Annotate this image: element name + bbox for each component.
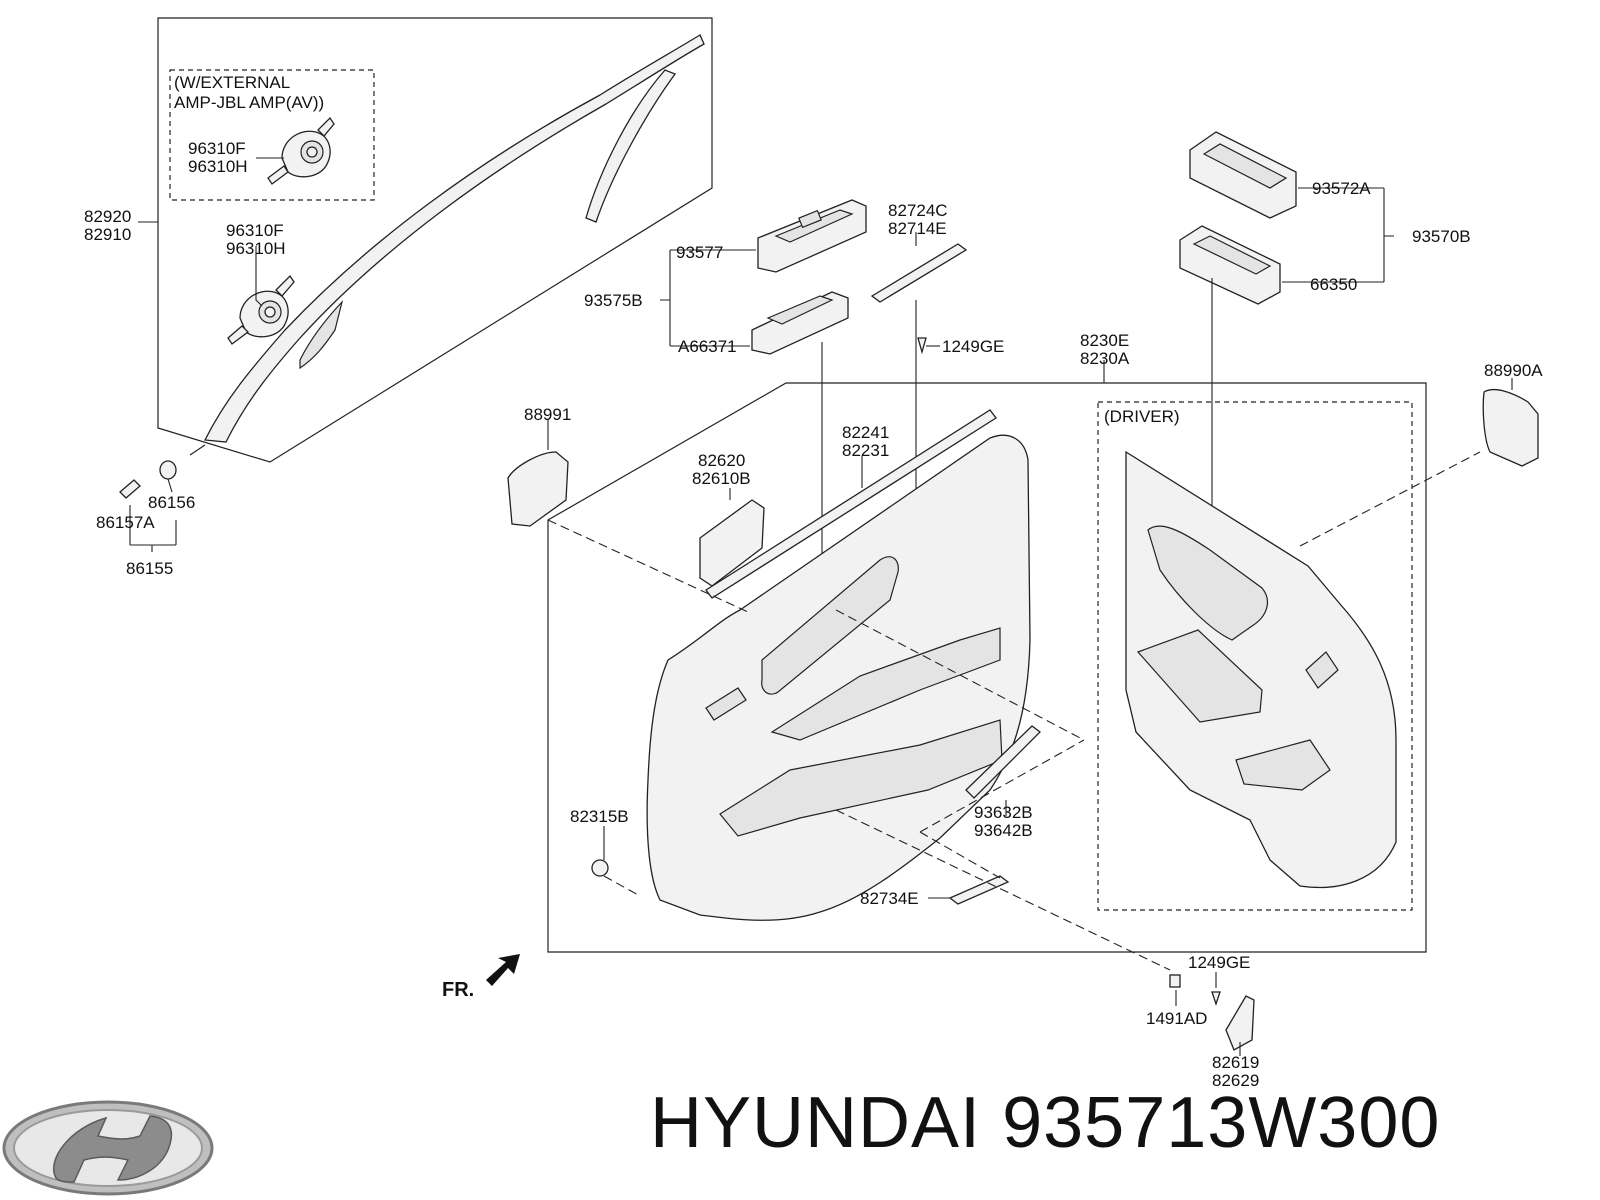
label-93570B: 93570B — [1412, 227, 1471, 246]
inner-handle — [507, 451, 569, 527]
label-82241: 82241 — [842, 423, 889, 442]
door-frame-outline — [157, 17, 713, 463]
label-82734E: 82734E — [860, 889, 919, 908]
label-93642B: 93642B — [974, 821, 1033, 840]
label-1491AD: 1491AD — [1146, 1009, 1207, 1028]
door-handle-pocket — [761, 556, 899, 695]
label-82619: 82619 — [1212, 1053, 1259, 1072]
label-86156: 86156 — [148, 493, 195, 512]
label-93632B: 93632B — [974, 803, 1033, 822]
label-96310F-b: 96310F — [226, 221, 284, 240]
front-direction-arrow — [486, 954, 520, 986]
window-sweep-strip — [705, 409, 997, 599]
label-82315B: 82315B — [570, 807, 629, 826]
label-96310H-a: 96310H — [188, 157, 248, 176]
clip-icon — [591, 826, 609, 877]
label-82231: 82231 — [842, 441, 889, 460]
part-labels: (W/EXTERNAL AMP-JBL AMP(AV)) 96310F 9631… — [84, 73, 1543, 1090]
label-93577: 93577 — [676, 243, 723, 262]
label-82714E: 82714E — [888, 219, 947, 238]
inset-text-external-amp-1: (W/EXTERNAL — [174, 73, 290, 92]
brand-part-number: HYUNDAI 935713W300 — [650, 1082, 1590, 1164]
label-86157A: 86157A — [96, 513, 155, 532]
driver-inset — [1097, 401, 1413, 911]
driver-switch-group — [1179, 131, 1394, 690]
label-82629: 82629 — [1212, 1071, 1259, 1090]
speaker-icon — [267, 116, 335, 185]
hyundai-logo-icon — [2, 1100, 214, 1196]
label-88991: 88991 — [524, 405, 571, 424]
external-amp-inset — [169, 69, 375, 201]
label-8230A: 8230A — [1080, 349, 1130, 368]
clip-icon — [119, 479, 141, 499]
switch-cover — [757, 199, 867, 273]
trim-strip-mid — [965, 725, 1041, 799]
label-86155: 86155 — [126, 559, 173, 578]
garnish-inner — [299, 299, 344, 370]
label-93572A: 93572A — [1312, 179, 1371, 198]
speaker-icon — [227, 274, 295, 345]
label-82610B: 82610B — [692, 469, 751, 488]
label-82920: 82920 — [84, 207, 131, 226]
frame-pillar — [585, 69, 677, 223]
map-pocket — [770, 627, 1001, 741]
label-82724C: 82724C — [888, 201, 948, 220]
inset-text-driver: (DRIVER) — [1104, 407, 1180, 426]
brand-name: HYUNDAI — [650, 1083, 982, 1163]
driver-inner-handle — [1482, 378, 1539, 467]
part-number: 935713W300 — [1002, 1083, 1441, 1163]
tweeter-grille — [705, 687, 747, 721]
corner-cover — [1225, 995, 1255, 1051]
switch-body — [751, 291, 849, 355]
switch-bezel — [699, 499, 765, 587]
trim-strip-low — [948, 875, 1010, 905]
label-96310H-b: 96310H — [226, 239, 286, 258]
door-frame-group — [119, 17, 713, 552]
label-A66371: A66371 — [678, 337, 737, 356]
label-82910: 82910 — [84, 225, 131, 244]
label-66350: 66350 — [1310, 275, 1357, 294]
label-93575B: 93575B — [584, 291, 643, 310]
inset-text-external-amp-2: AMP-JBL AMP(AV)) — [174, 93, 324, 112]
bottom-fasteners — [1169, 972, 1255, 1056]
door-trim-outline — [547, 382, 1427, 953]
label-96310F-a: 96310F — [188, 139, 246, 158]
label-1249GE-a: 1249GE — [942, 337, 1004, 356]
power-window-switch-group — [660, 199, 867, 700]
label-88990A: 88990A — [1484, 361, 1543, 380]
door-trim-group — [507, 360, 1481, 971]
label-8230E: 8230E — [1080, 331, 1129, 350]
label-82620: 82620 — [698, 451, 745, 470]
grommet-icon — [159, 460, 177, 493]
window-garnish — [203, 34, 705, 443]
direction-label: FR. — [442, 979, 474, 1001]
label-1249GE-b: 1249GE — [1188, 953, 1250, 972]
